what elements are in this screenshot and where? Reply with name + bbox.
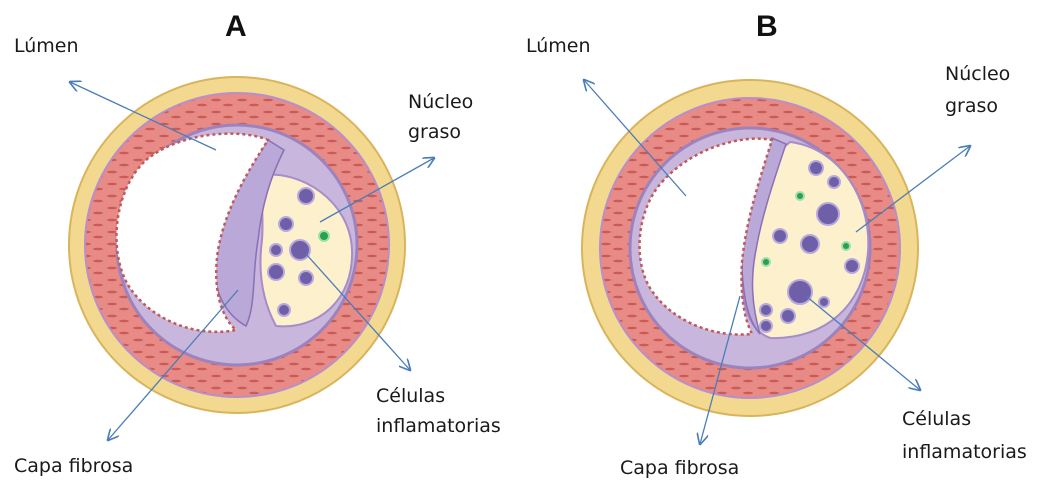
inflammatory-cell <box>270 244 282 256</box>
artery-b <box>582 80 918 416</box>
inflammatory-cell <box>773 229 787 243</box>
label-celulas-a-1: Células <box>376 385 445 407</box>
label-nucleo-b-2: graso <box>945 95 998 117</box>
inflammatory-cell <box>299 271 313 285</box>
label-lumen-a: Lúmen <box>14 35 79 57</box>
label-nucleo-a-1: Núcleo <box>408 91 473 113</box>
inflammatory-cell <box>290 240 310 260</box>
label-lumen-b: Lúmen <box>526 35 591 57</box>
inflammatory-cell <box>268 264 284 280</box>
label-nucleo-b-1: Núcleo <box>945 63 1010 85</box>
lipid-droplet <box>796 192 804 200</box>
label-capa-a: Capa fibrosa <box>14 455 133 477</box>
lipid-droplet <box>842 242 850 250</box>
inflammatory-cell <box>828 176 840 188</box>
label-celulas-b-1: Células <box>902 408 971 430</box>
inflammatory-cell <box>278 304 290 316</box>
label-celulas-a-2: inflamatorias <box>376 415 501 437</box>
inflammatory-cell <box>760 304 772 316</box>
label-capa-b: Capa fibrosa <box>620 457 739 479</box>
panel-b-letter: B <box>756 10 778 43</box>
inflammatory-cell <box>819 297 829 307</box>
inflammatory-cell <box>760 320 772 332</box>
inflammatory-cell <box>817 203 839 225</box>
panel-b: B <box>526 10 1027 479</box>
panel-a: A Lúmen Núcleo <box>14 10 501 477</box>
inflammatory-cell <box>298 188 314 204</box>
label-nucleo-a-2: graso <box>408 121 461 143</box>
inflammatory-cell <box>279 217 293 231</box>
lipid-droplet <box>762 258 770 266</box>
lipid-droplet <box>319 231 329 241</box>
label-celulas-b-2: inflamatorias <box>902 441 1027 463</box>
inflammatory-cell <box>845 259 859 273</box>
inflammatory-cell <box>809 161 823 175</box>
inflammatory-cell <box>781 309 795 323</box>
panel-a-letter: A <box>225 10 247 43</box>
inflammatory-cell <box>788 280 812 304</box>
inflammatory-cell <box>801 235 819 253</box>
artery-a <box>69 77 405 413</box>
